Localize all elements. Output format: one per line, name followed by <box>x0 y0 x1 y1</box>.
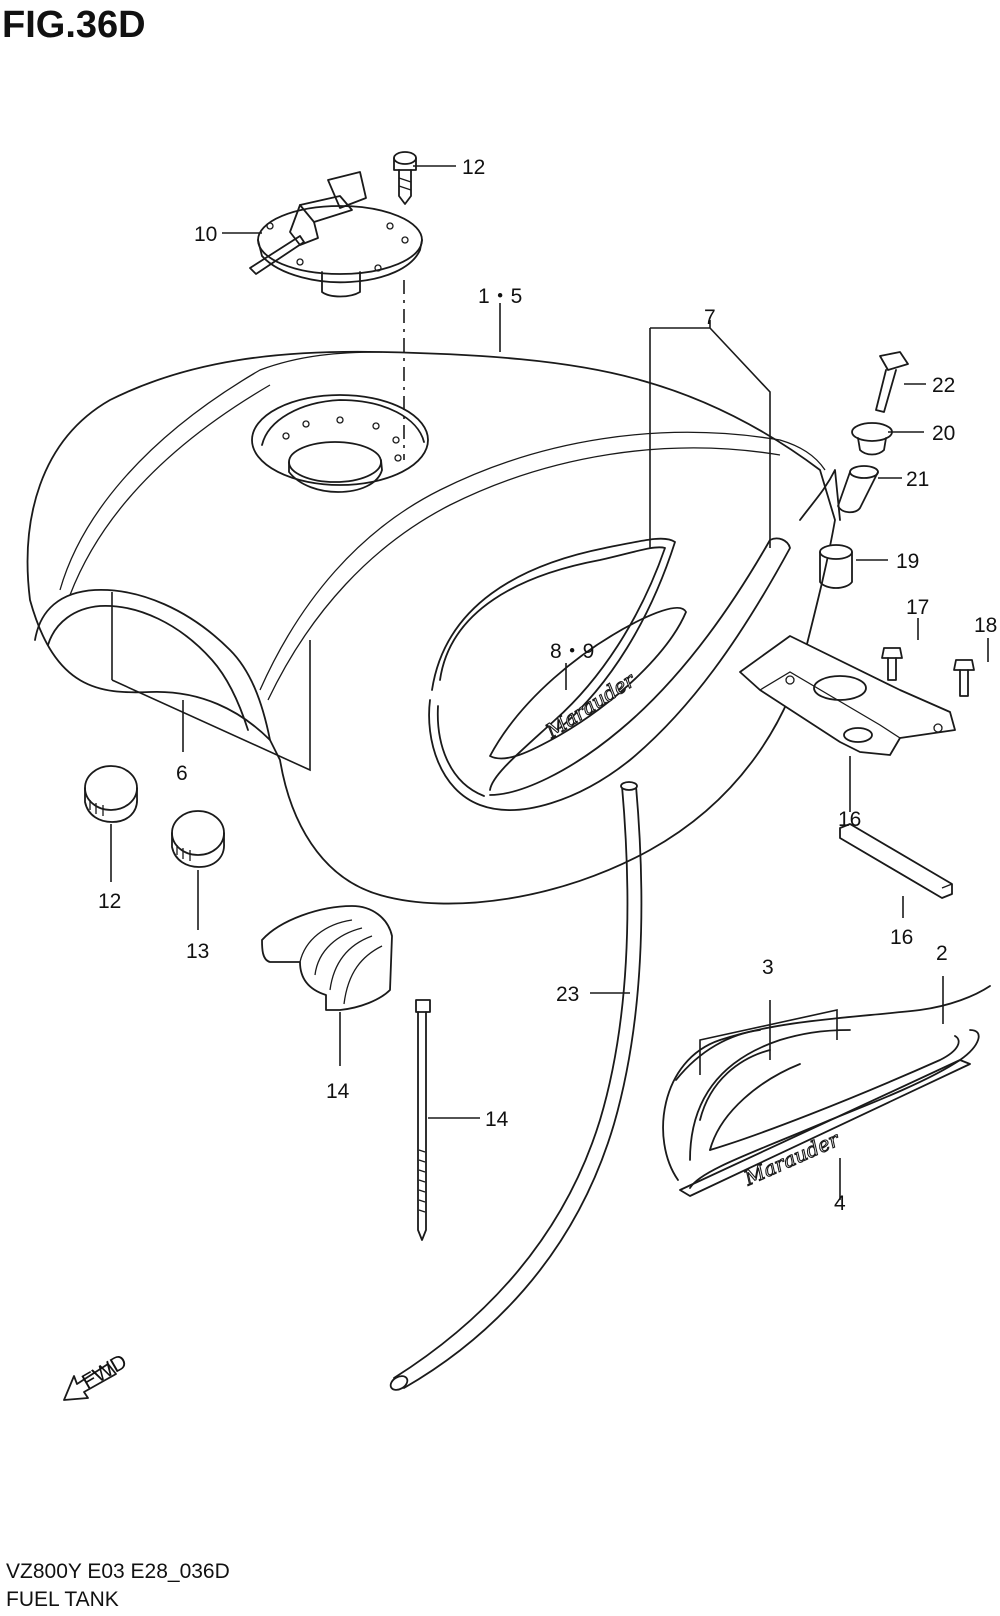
fwd-label: FWD <box>78 1350 131 1394</box>
tank-cushion <box>261 905 393 1011</box>
callout-23: 23 <box>556 983 579 1006</box>
cushion-washer <box>851 422 893 456</box>
callout-21: 21 <box>906 468 929 491</box>
drain-hose <box>389 781 643 1391</box>
callout-11: 12 <box>462 156 485 179</box>
collar <box>819 544 853 589</box>
side-decal: Marauder <box>662 985 991 1197</box>
mount-bolt <box>875 351 909 413</box>
callout-13: 14 <box>326 1080 350 1103</box>
figure-title: FIG.36D <box>2 4 146 46</box>
callout-12-a: 12 <box>98 890 121 913</box>
callout-10: 10 <box>194 223 217 246</box>
leader-lines <box>110 165 989 1200</box>
callout-15: 16 <box>838 808 861 831</box>
fuel-cap <box>249 171 423 298</box>
callout-1-5: 1・5 <box>478 285 522 308</box>
callout-19: 19 <box>896 550 919 573</box>
callout-4: 4 <box>834 1192 846 1215</box>
emblem-text-small: Marauder <box>541 667 641 743</box>
callout-2: 2 <box>936 942 948 965</box>
callout-12-b: 13 <box>186 940 209 963</box>
fuel-tank: Marauder <box>26 350 841 905</box>
tank-bracket <box>739 635 956 756</box>
callout-18: 18 <box>974 614 997 637</box>
callout-8-9: 8・9 <box>550 640 594 663</box>
callout-22: 22 <box>932 374 955 397</box>
cushion-1 <box>84 765 138 823</box>
callout-6: 6 <box>176 762 188 785</box>
sleeve <box>837 465 879 514</box>
drawing-code: VZ800Y E03 E28_036D <box>6 1560 230 1583</box>
bracket-bolt-17 <box>881 647 903 681</box>
bracket-bolt-18 <box>953 659 975 697</box>
callout-3: 3 <box>762 956 774 979</box>
cable-tie <box>415 999 431 1241</box>
assembly-name: FUEL TANK <box>6 1588 119 1611</box>
callout-20: 20 <box>932 422 955 445</box>
cushion-2 <box>171 810 225 868</box>
callout-16: 16 <box>890 926 913 949</box>
cushion-strip <box>839 823 953 899</box>
fwd-arrow: FWD <box>63 1350 131 1401</box>
callout-7: 7 <box>704 306 716 329</box>
cap-screw <box>393 151 417 205</box>
callout-17: 17 <box>906 596 929 619</box>
callout-14: 14 <box>485 1108 509 1131</box>
